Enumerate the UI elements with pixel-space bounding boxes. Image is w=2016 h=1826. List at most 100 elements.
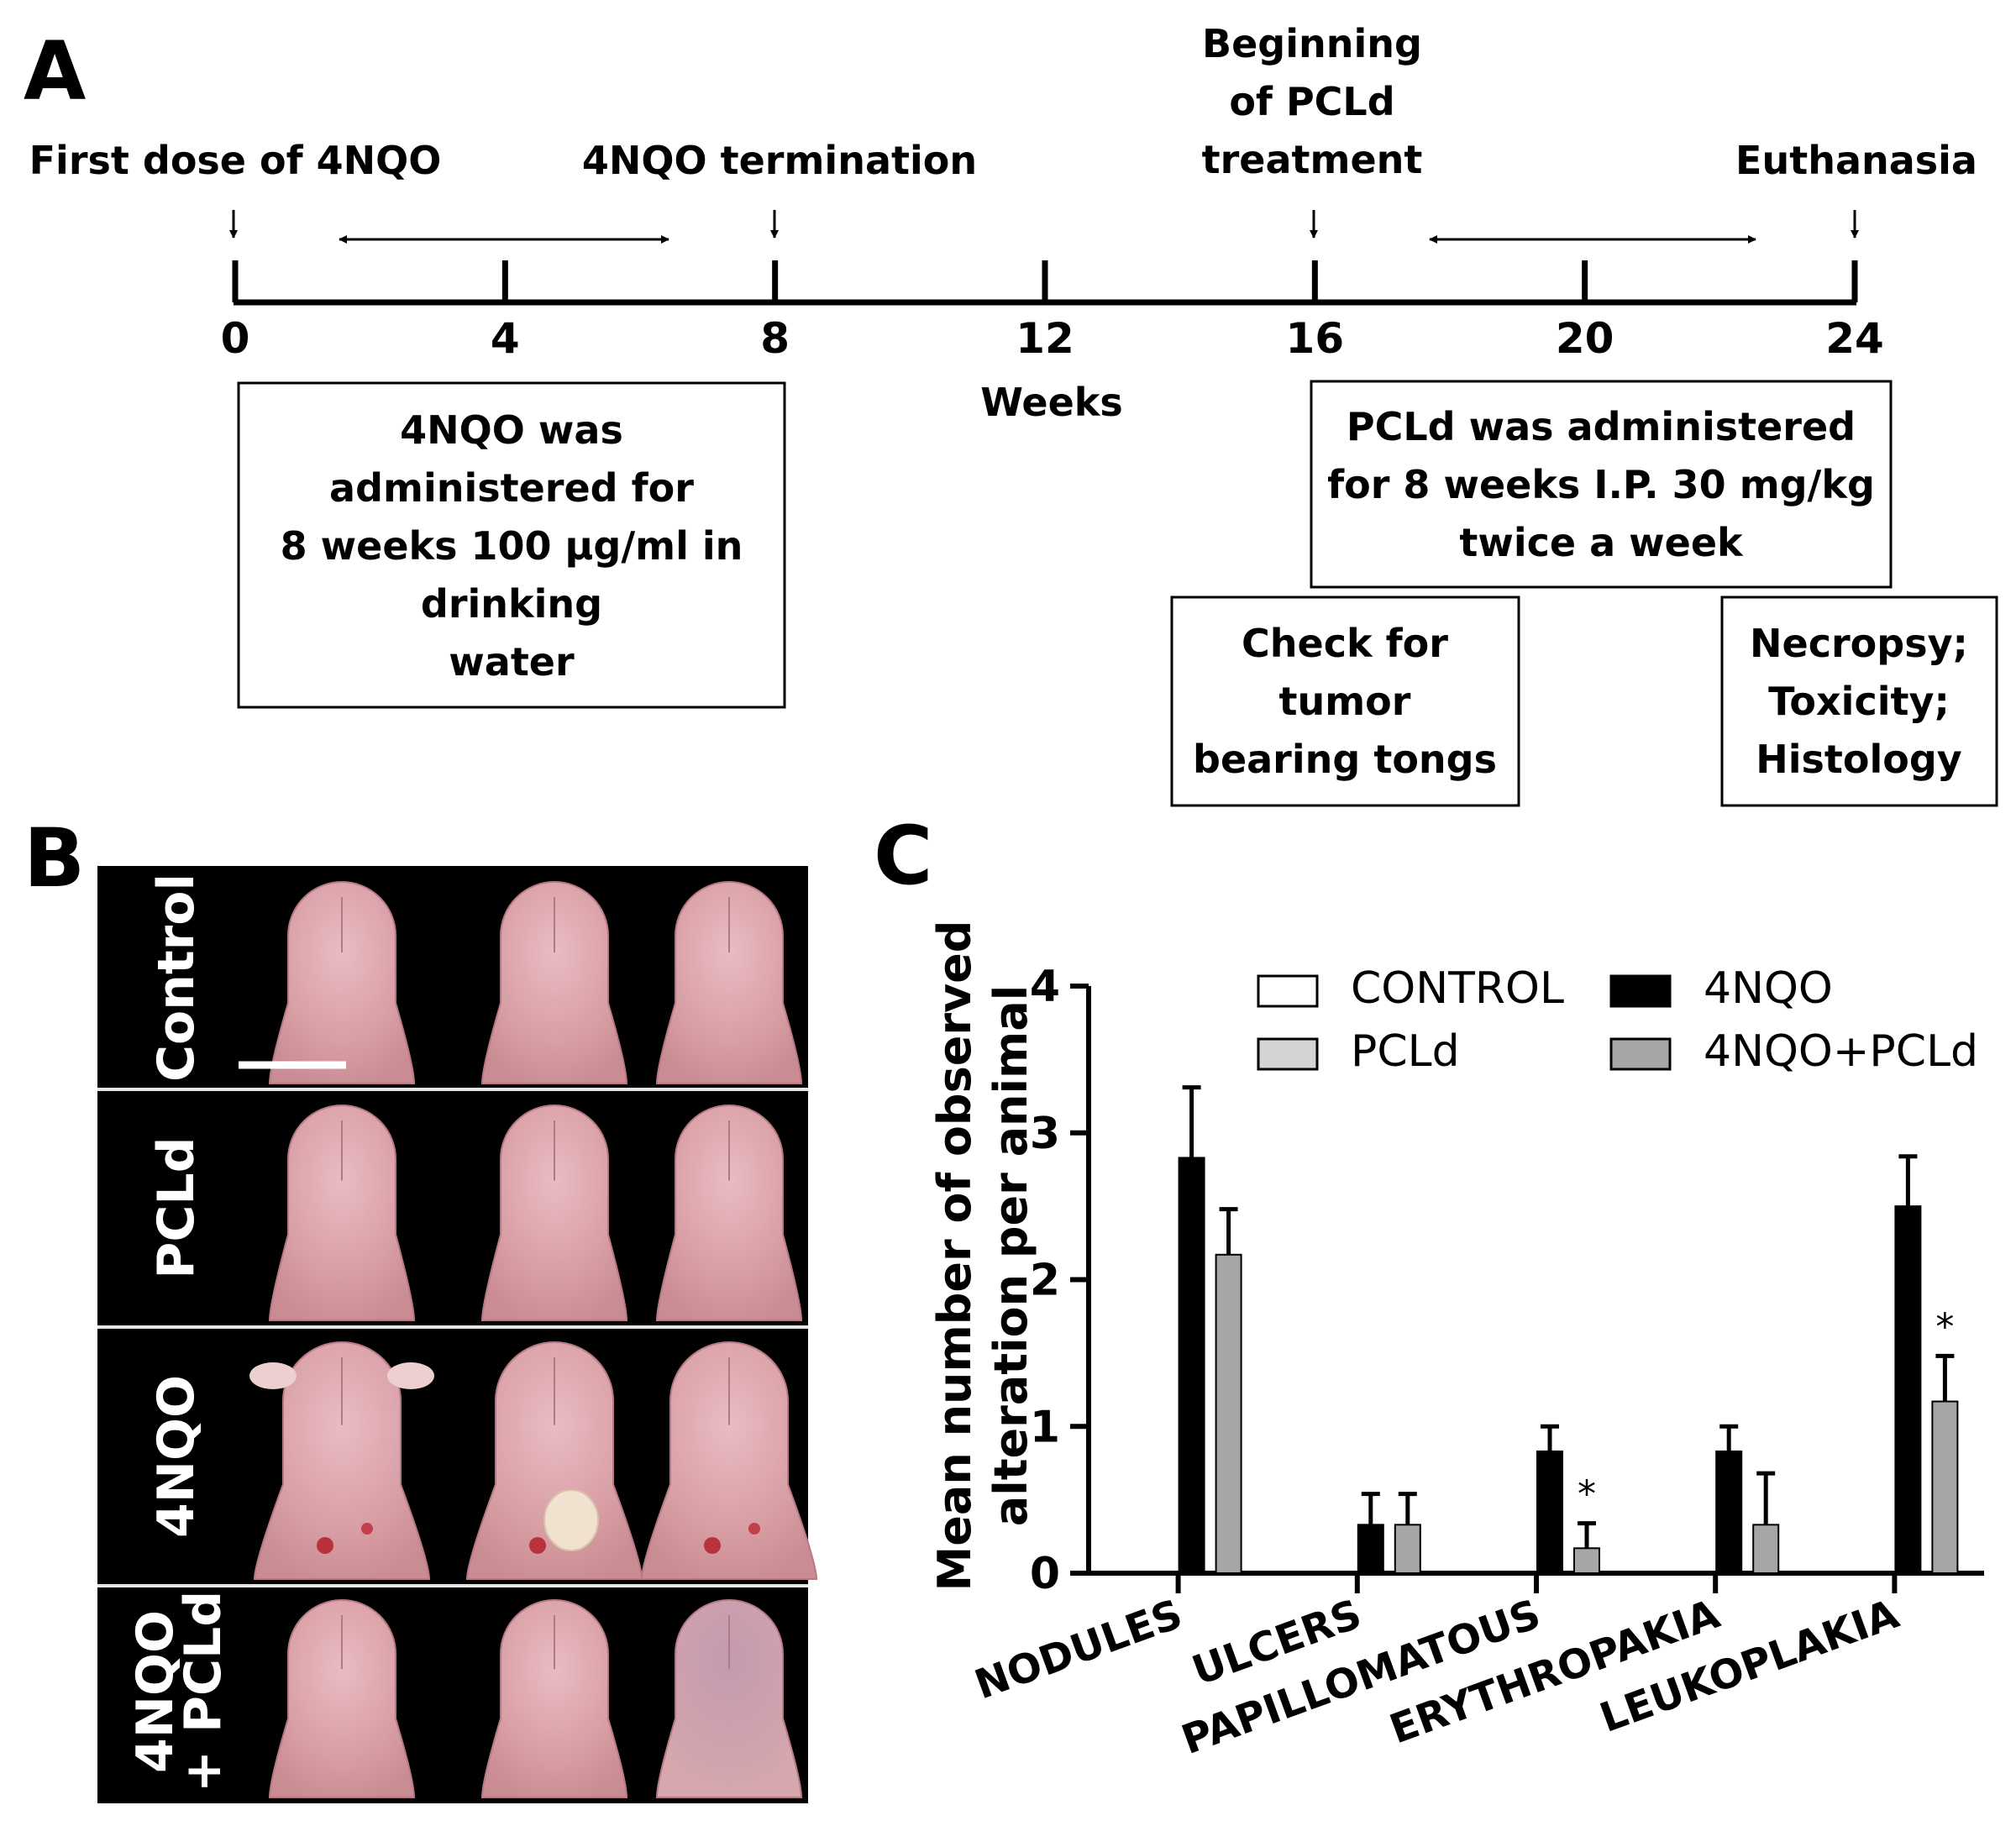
tongue-image [640,1341,818,1580]
box-pcld: PCLd was administered for 8 weeks I.P. 3… [1310,380,1893,589]
legend-swatch [1257,1037,1319,1071]
legend-label: CONTROL [1351,963,1564,1014]
panel-a: A First dose of 4NQO 4NQO termination Be… [24,21,1998,807]
tongue-image [655,1599,803,1798]
lesion-nodule [249,1362,297,1389]
bar [1215,1253,1242,1574]
milestone-beginning-line2: of PCLd [1229,79,1394,124]
box-4nqo: 4NQO was administered for 8 weeks 100 μg… [237,381,786,709]
timeline-tick-label: 16 [1286,314,1345,363]
milestone-termination: 4NQO termination [582,138,977,183]
tongue-image [655,1105,803,1321]
lesion-spot [748,1523,760,1535]
box-check-frame [1170,596,1520,807]
bar [1357,1524,1384,1575]
milestone-euthanasia: Euthanasia [1735,138,1977,183]
row-label-4nqo-pcld-line2: + PCLd [174,1591,233,1792]
lesion-spot [361,1523,373,1535]
tongue-image [268,881,416,1084]
panel-b: B Control PCLd 4NQO 4NQO + PCLd [24,811,818,1803]
row-label-4nqo-pcld-line1: 4NQO [126,1610,185,1773]
significance-marker: * [1935,1305,1954,1348]
box-necropsy-frame [1720,596,1998,807]
tongue-image [655,881,803,1084]
bar [1894,1205,1922,1574]
bar [1536,1450,1563,1575]
box-check: Check for tumor bearing tongs [1170,596,1520,807]
legend-swatch [1609,1037,1672,1071]
bar [1715,1450,1743,1575]
row-label-control: Control [147,874,206,1082]
legend-label: 4NQO [1704,963,1833,1014]
timeline-tick-label: 8 [760,314,790,363]
x-tick-label: NODULES [969,1591,1188,1709]
legend-swatch [1609,974,1672,1008]
timeline-tick-label: 20 [1556,314,1614,363]
box-necropsy-line: Toxicity; [1768,679,1950,724]
lesion-spot [529,1537,546,1554]
y-axis-title-line1: Mean number of observed [928,921,981,1592]
y-tick-label: 3 [1030,1109,1060,1159]
box-4nqo-line: water [449,639,575,685]
timeline-tick-label: 4 [491,314,520,363]
y-tick-label: 1 [1030,1402,1060,1452]
lesion-papilloma [543,1489,599,1551]
tongue-photos [249,881,818,1798]
box-pcld-line: for 8 weeks I.P. 30 mg/kg [1327,462,1875,507]
y-tick-label: 0 [1030,1549,1060,1599]
tongue-image [480,1105,628,1321]
timeline-tick-label: 12 [1016,314,1074,363]
box-4nqo-frame [237,381,786,709]
box-necropsy: Necropsy; Toxicity; Histology [1720,596,1998,807]
box-4nqo-line: 4NQO was [400,407,623,453]
milestone-beginning-line1: Beginning [1202,21,1422,66]
box-pcld-line: twice a week [1459,520,1744,565]
box-pcld-frame [1310,380,1893,589]
timeline-tick-label: 0 [221,314,250,363]
panel-c: C Mean number of observed alteration per… [874,809,1984,1764]
bar-chart: 01234NODULESULCERSPAPILLOMATOUSERYTHROPA… [969,962,1984,1764]
bar [1752,1524,1780,1575]
tongue-image [480,1599,628,1798]
tongue-image [268,1105,416,1321]
tongue-image [480,881,628,1084]
box-necropsy-line: Histology [1756,737,1962,782]
legend-label: PCLd [1351,1026,1460,1077]
box-4nqo-line: 8 weeks 100 μg/ml in [281,523,743,569]
legend-swatch [1257,974,1319,1008]
timeline-axis-label: Weeks [980,380,1122,425]
box-check-line: tumor [1279,679,1411,724]
bar [1394,1524,1421,1575]
y-tick-label: 2 [1030,1256,1060,1306]
lesion-spot [317,1537,333,1554]
lesion-nodule [387,1362,434,1389]
box-check-line: Check for [1242,621,1448,666]
box-check-line: bearing tongs [1193,737,1497,782]
timeline-axis: 0 4 8 12 16 20 24 [221,260,1884,363]
box-pcld-line: PCLd was administered [1347,404,1856,449]
milestone-beginning-line3: treatment [1202,137,1423,182]
x-tick-label: LEUKOPLAKIA [1594,1591,1905,1742]
bar [1931,1400,1959,1574]
panel-c-label: C [874,809,932,903]
box-4nqo-line: drinking [421,581,602,627]
milestone-first-dose: First dose of 4NQO [29,138,442,183]
tongue-image [253,1341,431,1580]
lesion-spot [704,1537,721,1554]
box-necropsy-line: Necropsy; [1750,621,1968,666]
y-axis-title-line2: alteration per animal [984,985,1037,1526]
row-label-4nqo: 4NQO [147,1375,206,1538]
milestone-arrows [229,210,1859,244]
legend-label: 4NQO+PCLd [1704,1026,1978,1077]
bar [1178,1157,1205,1575]
significance-marker: * [1578,1473,1596,1516]
timeline-tick-label: 24 [1825,314,1884,363]
row-label-pcld: PCLd [147,1136,206,1278]
tongue-image [268,1599,416,1798]
panel-b-label: B [24,811,85,905]
y-tick-label: 4 [1030,962,1060,1012]
box-4nqo-line: administered for [329,465,694,511]
bar [1573,1547,1600,1574]
panel-a-label: A [24,24,86,118]
